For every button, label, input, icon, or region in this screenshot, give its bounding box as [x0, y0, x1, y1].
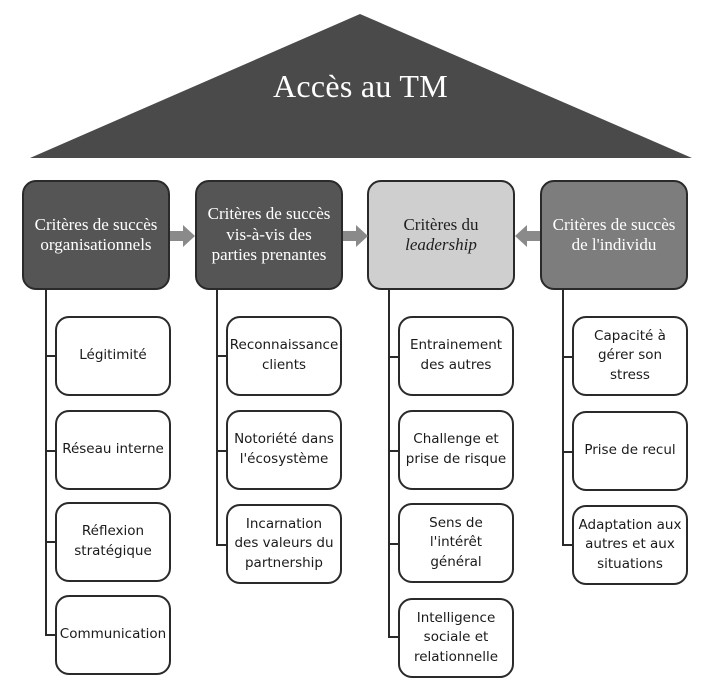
connector-column-2 — [216, 290, 218, 546]
criterion-box: Incarnation des valeurs du partnership — [226, 504, 342, 584]
criterion-box: Légitimité — [55, 316, 171, 396]
connector-tick — [562, 544, 574, 546]
pillar-organisational-line1: Critères de succès — [34, 214, 158, 234]
connector-column-3 — [388, 290, 390, 638]
roof-triangle — [30, 14, 692, 158]
connector-tick — [562, 356, 574, 358]
pillar-stakeholders: Critères de succès vis-à-vis des parties… — [195, 180, 343, 290]
pillar-organisational-line2: organisationnels — [40, 235, 152, 254]
connector-column-1 — [45, 290, 47, 636]
arrow-left-icon — [515, 225, 540, 247]
connector-tick — [562, 451, 574, 453]
criterion-box: Adaptation aux autres et aux situations — [572, 505, 688, 585]
connector-tick — [45, 355, 57, 357]
criterion-box: Capacité à gérer son stress — [572, 316, 688, 396]
pillar-individual-line2: de l'individu — [571, 235, 657, 254]
diagram-title: Accès au TM — [272, 68, 449, 104]
pillar-stakeholders-line1: Critères de succès — [207, 204, 331, 224]
pillar-leadership: Critères du leadership — [367, 180, 515, 290]
connector-tick — [388, 543, 400, 545]
criterion-box: Réseau interne — [55, 410, 171, 490]
criterion-box: Challenge et prise de risque — [398, 410, 514, 490]
pillar-organisational: Critères de succès organisationnels — [22, 180, 170, 290]
connector-tick — [388, 450, 400, 452]
connector-tick — [216, 544, 228, 546]
arrow-right-1-icon — [170, 225, 195, 247]
connector-tick — [45, 450, 57, 452]
criterion-box: Prise de recul — [572, 411, 688, 491]
connector-tick — [388, 636, 400, 638]
connector-column-4 — [562, 290, 564, 546]
criterion-box: Reconnaissance clients — [226, 316, 342, 396]
pillar-individual: Critères de succès de l'individu — [540, 180, 688, 290]
connector-tick — [45, 634, 57, 636]
pillar-stakeholders-line2: vis-à-vis des — [226, 224, 312, 244]
criterion-box: Réflexion stratégique — [55, 502, 171, 582]
connector-tick — [216, 450, 228, 452]
criterion-box: Sens de l'intérêt général — [398, 503, 514, 583]
criterion-box: Communication — [55, 595, 171, 675]
criterion-box: Notoriété dans l'écosystème — [226, 410, 342, 490]
pillar-individual-line1: Critères de succès — [552, 214, 676, 234]
arrow-right-2-icon — [343, 225, 368, 247]
pillar-leadership-line2: leadership — [405, 235, 477, 254]
connector-tick — [216, 355, 228, 357]
criterion-box: Entrainement des autres — [398, 316, 514, 396]
connector-tick — [45, 541, 57, 543]
criterion-box: Intelligence sociale et relationnelle — [398, 598, 514, 678]
pillar-stakeholders-line3: parties prenantes — [211, 245, 327, 265]
pillar-leadership-line1: Critères du — [403, 214, 479, 234]
connector-tick — [388, 356, 400, 358]
